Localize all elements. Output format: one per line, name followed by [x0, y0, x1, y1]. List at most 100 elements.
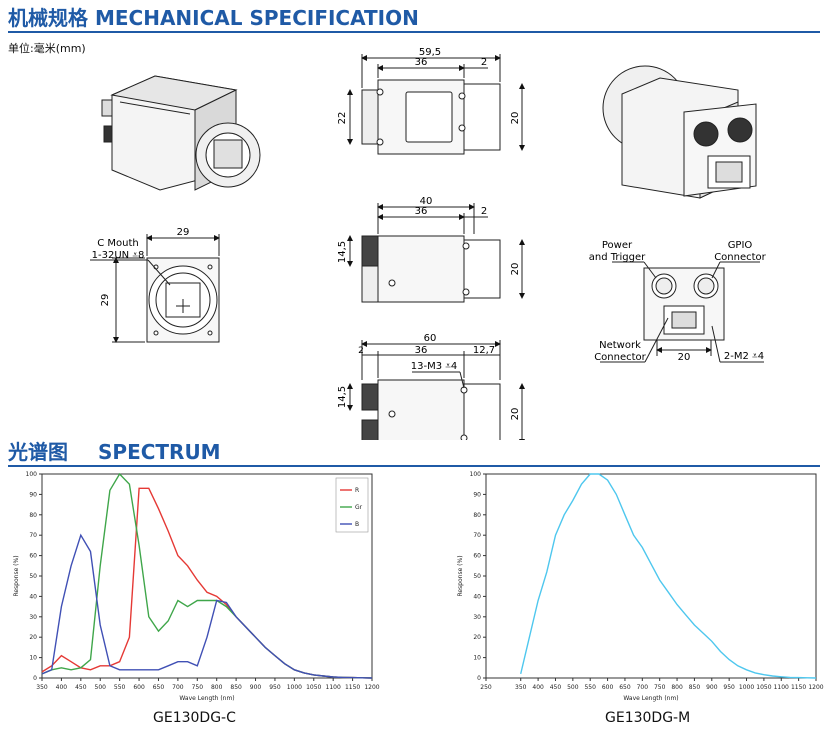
- y-axis-label: Response (%): [457, 555, 464, 596]
- legend-label: Gr: [355, 504, 363, 511]
- side-body-dim: 36: [415, 206, 428, 217]
- camera-bottom-view: [347, 340, 525, 440]
- x-tick-label: 800: [671, 684, 683, 691]
- x-tick-label: 1000: [287, 684, 302, 691]
- chart-caption-mono: GE130DG-M: [605, 710, 691, 726]
- y-tick-label: 80: [29, 512, 37, 519]
- top-height-right: 20: [510, 112, 521, 125]
- x-tick-label: 250: [480, 684, 492, 691]
- chart-caption-color: GE130DG-C: [153, 710, 236, 726]
- camera-top-view: [347, 54, 525, 155]
- series-line-mono: [520, 473, 817, 679]
- y-tick-label: 80: [473, 512, 481, 519]
- x-tick-label: 650: [619, 684, 631, 691]
- x-tick-label: 350: [36, 684, 48, 691]
- camera-iso-front: [101, 75, 261, 191]
- y-tick-label: 30: [473, 614, 481, 621]
- x-tick-label: 1100: [326, 684, 341, 691]
- camera-front-view: [90, 234, 220, 343]
- title-cn: 机械规格: [8, 6, 88, 30]
- y-tick-label: 100: [26, 471, 38, 478]
- x-tick-label: 1200: [364, 684, 379, 691]
- x-axis-label: Wave Length (nm): [623, 695, 678, 702]
- x-tick-label: 400: [532, 684, 544, 691]
- y-tick-label: 90: [29, 491, 37, 498]
- side-height-left: 14,5: [337, 241, 348, 263]
- bottom-body-dim: 36: [415, 345, 428, 356]
- plot-frame: [485, 473, 817, 679]
- bottom-left-dim: 2: [358, 346, 364, 356]
- x-tick-label: 1000: [739, 684, 754, 691]
- x-tick-label: 800: [211, 684, 223, 691]
- x-tick-label: 900: [250, 684, 262, 691]
- legend-label: B: [355, 521, 359, 528]
- series-line-gr: [41, 472, 373, 679]
- bottom-height-left: 14,5: [337, 386, 348, 408]
- gpio-label-2: Connector: [714, 252, 766, 263]
- x-tick-label: 850: [689, 684, 701, 691]
- camera-rear-view: [600, 261, 764, 363]
- y-tick-label: 30: [29, 614, 37, 621]
- y-tick-label: 10: [29, 655, 37, 662]
- gpio-label-1: GPIO: [728, 240, 753, 251]
- title-en: MECHANICAL SPECIFICATION: [94, 6, 419, 30]
- x-tick-label: 1150: [791, 684, 806, 691]
- x-axis-label: Wave Length (nm): [179, 695, 234, 702]
- mechanical-spec-title: 机械规格 MECHANICAL SPECIFICATION: [8, 6, 419, 30]
- power-label-1: Power: [602, 240, 633, 251]
- y-tick-label: 50: [473, 573, 481, 580]
- side-height-right: 20: [510, 263, 521, 276]
- y-tick-label: 0: [33, 675, 37, 682]
- y-tick-label: 20: [473, 634, 481, 641]
- x-tick-label: 1100: [774, 684, 789, 691]
- top-overall-dim: 59,5: [419, 47, 441, 58]
- top-body-dim: 36: [415, 57, 428, 68]
- y-tick-label: 100: [470, 471, 482, 478]
- x-tick-label: 650: [153, 684, 165, 691]
- y-tick-label: 70: [29, 532, 37, 539]
- x-tick-label: 750: [192, 684, 204, 691]
- front-height-dim: 29: [100, 294, 111, 307]
- section-rule: [8, 31, 820, 33]
- spectrum-title: 光谱图 SPECTRUM: [8, 440, 221, 464]
- x-tick-label: 600: [602, 684, 614, 691]
- legend-label: R: [355, 487, 359, 494]
- y-tick-label: 40: [29, 593, 37, 600]
- y-tick-label: 40: [473, 593, 481, 600]
- legend-box: [335, 477, 369, 533]
- y-axis-label: Response (%): [13, 555, 20, 596]
- x-tick-label: 1050: [306, 684, 321, 691]
- y-tick-label: 60: [29, 553, 37, 560]
- front-width-dim: 29: [177, 227, 190, 238]
- x-tick-label: 1050: [756, 684, 771, 691]
- x-tick-label: 450: [75, 684, 87, 691]
- x-tick-label: 750: [654, 684, 666, 691]
- y-tick-label: 20: [29, 634, 37, 641]
- y-tick-label: 50: [29, 573, 37, 580]
- bottom-height-right: 20: [510, 408, 521, 421]
- spectrum-title-en: SPECTRUM: [98, 440, 221, 464]
- x-tick-label: 1150: [345, 684, 360, 691]
- y-tick-label: 10: [473, 655, 481, 662]
- top-height-left: 22: [337, 112, 348, 125]
- y-tick-label: 0: [477, 675, 481, 682]
- bottom-overall-dim: 60: [424, 333, 437, 344]
- x-tick-label: 600: [133, 684, 145, 691]
- x-tick-label: 400: [56, 684, 68, 691]
- mount-label-2: 1-32UN ⩡8: [92, 250, 145, 261]
- network-label-2: Connector: [594, 352, 646, 363]
- x-tick-label: 700: [637, 684, 649, 691]
- camera-iso-rear: [602, 65, 757, 199]
- mechanical-drawings: 29 29 C Mouth 1-32UN ⩡8 59,5 36 2 22 20: [90, 47, 767, 440]
- side-overall-dim: 40: [420, 196, 433, 207]
- y-tick-label: 60: [473, 553, 481, 560]
- x-tick-label: 350: [515, 684, 527, 691]
- x-tick-label: 500: [567, 684, 579, 691]
- bottom-right-dim: 12,7: [473, 345, 495, 356]
- x-tick-label: 950: [269, 684, 281, 691]
- rear-width-dim: 20: [678, 352, 691, 363]
- x-tick-label: 900: [706, 684, 718, 691]
- spectrum-title-cn: 光谱图: [8, 440, 68, 464]
- camera-side-view: [347, 203, 525, 303]
